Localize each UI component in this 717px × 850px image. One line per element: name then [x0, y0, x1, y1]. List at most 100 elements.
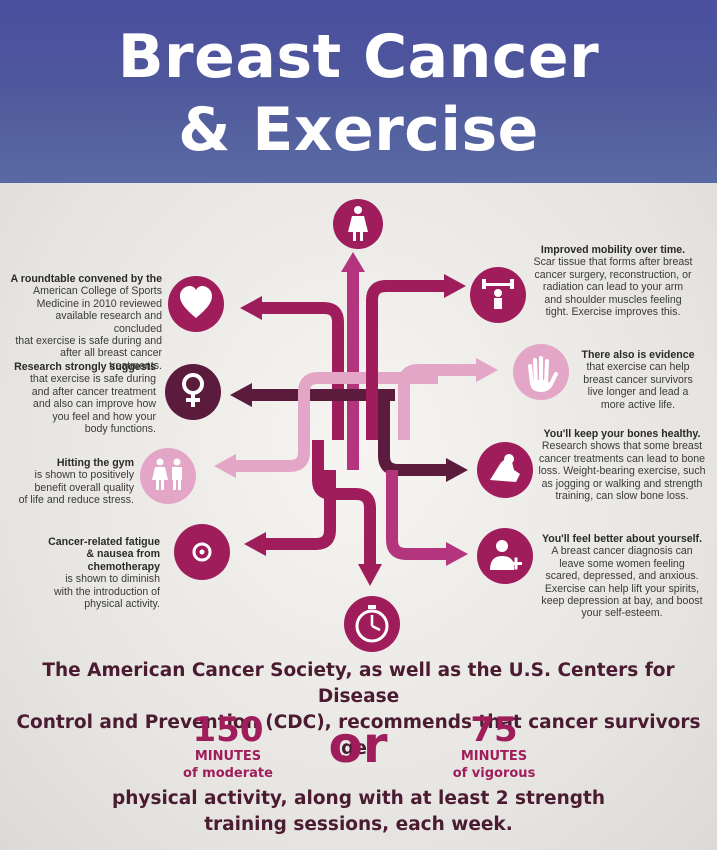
- female-symbol-icon: [165, 364, 221, 420]
- arrowhead-arm: [446, 458, 468, 482]
- text-line: and shoulder muscles feeling: [544, 293, 682, 306]
- left-text-research: Research strongly suggests that exercise…: [14, 361, 156, 435]
- text-line: after all breast cancer treatments.: [60, 347, 162, 372]
- text-line: Research shows that some breast: [541, 440, 703, 453]
- text-line: with the introduction of: [54, 585, 160, 598]
- text-line: as jogging or walking and strength: [541, 477, 703, 490]
- weightlifter-icon: [470, 267, 526, 323]
- text-line: training, can slow bone loss.: [555, 490, 689, 503]
- heart-icon: [168, 276, 224, 332]
- arrow-to-weightlifter: [366, 280, 448, 440]
- right-text-feel-better: You'll feel better about yourself. A bre…: [532, 533, 712, 620]
- arrow-to-target: [262, 470, 336, 550]
- text-line: live longer and lead a: [587, 386, 689, 399]
- text-line: cancer treatments can lead to bone: [538, 452, 706, 465]
- left-text-roundtable: A roundtable convened by the American Co…: [10, 273, 162, 372]
- arrowhead-hand: [476, 358, 498, 382]
- right-head-bones: You'll keep your bones healthy.: [543, 428, 701, 440]
- left-head-gym: Hitting the gym: [56, 457, 134, 469]
- arrow-to-couple: [232, 372, 438, 472]
- recommendation-line-1: The American Cancer Society, as well as …: [42, 660, 675, 707]
- text-line: Medicine in 2010 reviewed: [36, 297, 162, 310]
- text-line: your self-esteem.: [581, 607, 663, 620]
- text-line: and after cancer treatment: [31, 385, 156, 398]
- arrow-to-heart: [258, 302, 344, 440]
- hand-icon: [513, 344, 569, 400]
- text-line: that exercise is safe during: [29, 373, 156, 386]
- stopwatch-icon: [344, 596, 400, 652]
- text-line: loss. Weight-bearing exercise, such: [538, 465, 706, 478]
- moderate-minutes-number: 150: [192, 710, 264, 750]
- arrowhead-weightlifter: [444, 274, 466, 298]
- left-text-gym: Hitting the gym is shown to positively b…: [10, 457, 134, 507]
- moderate-minutes-unit: MINUTES: [194, 749, 262, 764]
- left-head-fatigue: Cancer-related fatigue: [48, 536, 160, 548]
- vigorous-minutes-block: 75 MINUTES of vigorous: [446, 712, 542, 782]
- vigorous-minutes-desc: of vigorous: [452, 766, 536, 781]
- moderate-minutes-block: 150 MINUTES of moderate: [180, 712, 276, 782]
- text-line: that exercise can help: [586, 361, 690, 374]
- text-line: you feel and how your: [52, 410, 156, 423]
- couple-icon: [140, 448, 196, 504]
- arrow-to-person: [386, 470, 450, 560]
- title-line-2: & Exercise: [178, 95, 539, 165]
- recommendation-line-4: training sessions, each week.: [204, 814, 513, 835]
- left-text-fatigue: Cancer-related fatigue & nausea from che…: [30, 536, 160, 610]
- moderate-minutes-desc: of moderate: [183, 766, 273, 781]
- text-line: physical activity.: [84, 598, 160, 611]
- right-head-mobility: Improved mobility over time.: [540, 244, 686, 256]
- text-line: keep depression at bay, and boost: [541, 595, 703, 608]
- text-line: Exercise can help lift your spirits,: [544, 582, 700, 595]
- text-line: of life and reduce stress.: [18, 494, 134, 507]
- text-line: A breast cancer diagnosis can: [551, 545, 693, 558]
- target-icon: [174, 524, 230, 580]
- recommendation-line-2: Control and Prevention (CDC), recommends…: [16, 712, 701, 759]
- title-line-1: Breast Cancer: [117, 22, 600, 92]
- header-banner: [0, 0, 717, 183]
- arrowhead-up: [341, 252, 365, 272]
- flexed-arm-icon: [477, 442, 533, 498]
- arrowhead-couple: [214, 454, 236, 478]
- woman-icon: [333, 199, 383, 249]
- text-line: is shown to diminish: [65, 573, 160, 586]
- text-line: available research and concluded: [55, 310, 162, 335]
- text-line: tight. Exercise improves this.: [545, 306, 681, 319]
- text-line: scared, depressed, and anxious.: [545, 570, 699, 583]
- text-line: body functions.: [84, 423, 156, 436]
- arrowhead-female: [230, 383, 252, 407]
- vigorous-minutes-unit: MINUTES: [460, 749, 528, 764]
- text-line: and also can improve how: [32, 398, 156, 411]
- left-head-fatigue-3: chemotherapy: [87, 560, 160, 573]
- recommendation-intro: The American Cancer Society, as well as …: [0, 658, 717, 762]
- right-head-feel-better: You'll feel better about yourself.: [541, 533, 703, 545]
- right-text-mobility: Improved mobility over time. Scar tissue…: [520, 244, 706, 318]
- arrowhead-down: [358, 564, 382, 586]
- right-text-evidence: There also is evidence that exercise can…: [572, 349, 704, 411]
- right-head-evidence: There also is evidence: [581, 349, 695, 361]
- arrow-down: [312, 440, 376, 568]
- text-line: Scar tissue that forms after breast: [533, 256, 693, 269]
- text-line: breast cancer survivors: [583, 373, 693, 386]
- recommendation-line-3: physical activity, along with at least 2…: [111, 788, 605, 809]
- text-line: more active life.: [600, 398, 676, 411]
- text-line: radiation can lead to your arm: [542, 281, 684, 294]
- vigorous-minutes-number: 75: [470, 710, 518, 750]
- person-plus-icon: [477, 528, 533, 584]
- arrowhead-target: [244, 532, 266, 556]
- text-line: leave some women feeling: [559, 557, 685, 570]
- left-head-fatigue-2: & nausea from: [86, 548, 160, 561]
- text-line: cancer surgery, reconstruction, or: [534, 268, 692, 281]
- recommendation-outro: physical activity, along with at least 2…: [0, 786, 717, 838]
- text-line: benefit overall quality: [34, 481, 134, 494]
- or-text: or: [328, 716, 388, 774]
- right-text-bones: You'll keep your bones healthy. Research…: [532, 428, 712, 502]
- arrowhead-heart: [240, 296, 262, 320]
- text-line: American College of Sports: [33, 285, 162, 298]
- arrow-to-arm: [378, 400, 450, 476]
- arrow-to-hand: [398, 364, 480, 440]
- left-head-research: Research strongly suggests: [14, 361, 156, 373]
- text-line: is shown to positively: [34, 469, 134, 482]
- left-head-roundtable: A roundtable convened by the: [10, 273, 162, 285]
- text-line: that exercise is safe during and: [15, 335, 162, 348]
